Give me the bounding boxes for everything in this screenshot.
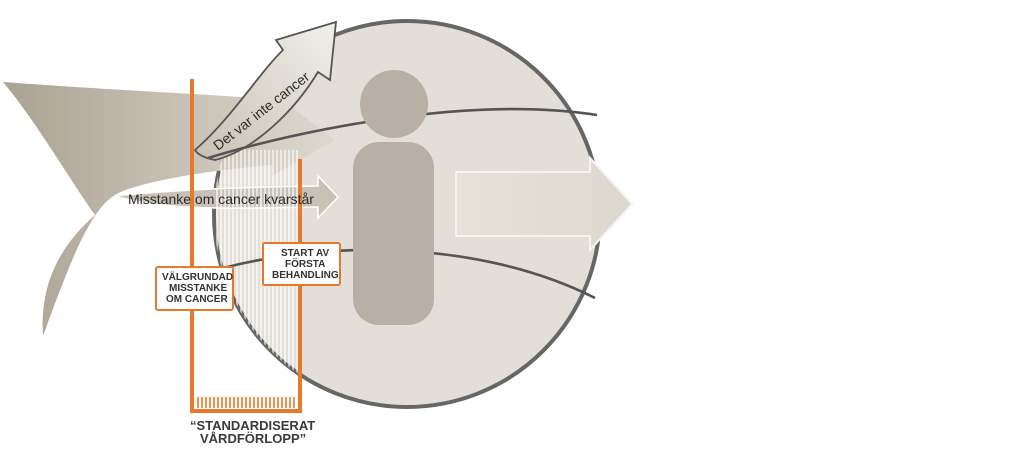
well-founded-suspicion-box: VÄLGRUNDAD MISSTANKE OM CANCER (155, 266, 234, 311)
outgoing-arrow (455, 155, 634, 253)
treatment-start-box: START AV FÖRSTA BEHANDLING (262, 242, 341, 286)
standard-pathway-label-line-2: VÅRDFÖRLOPP” (200, 431, 306, 445)
box-left-line-2: MISSTANKE (169, 283, 227, 294)
box-right-line-2: FÖRSTA (285, 257, 325, 270)
person-icon (353, 70, 434, 325)
standard-pathway-label-line-1: “STANDARDISERAT (190, 418, 315, 433)
exit-arrow (193, 20, 338, 161)
main-arrow-label: Misstanke om cancer kvarstår (128, 191, 314, 207)
box-right-line-3: BEHANDLING (272, 270, 339, 281)
box-left-line-1: VÄLGRUNDAD (162, 270, 233, 283)
pathway-ticks (197, 397, 295, 408)
box-left-line-3: OM CANCER (166, 294, 228, 305)
box-right-line-1: START AV (281, 248, 329, 259)
